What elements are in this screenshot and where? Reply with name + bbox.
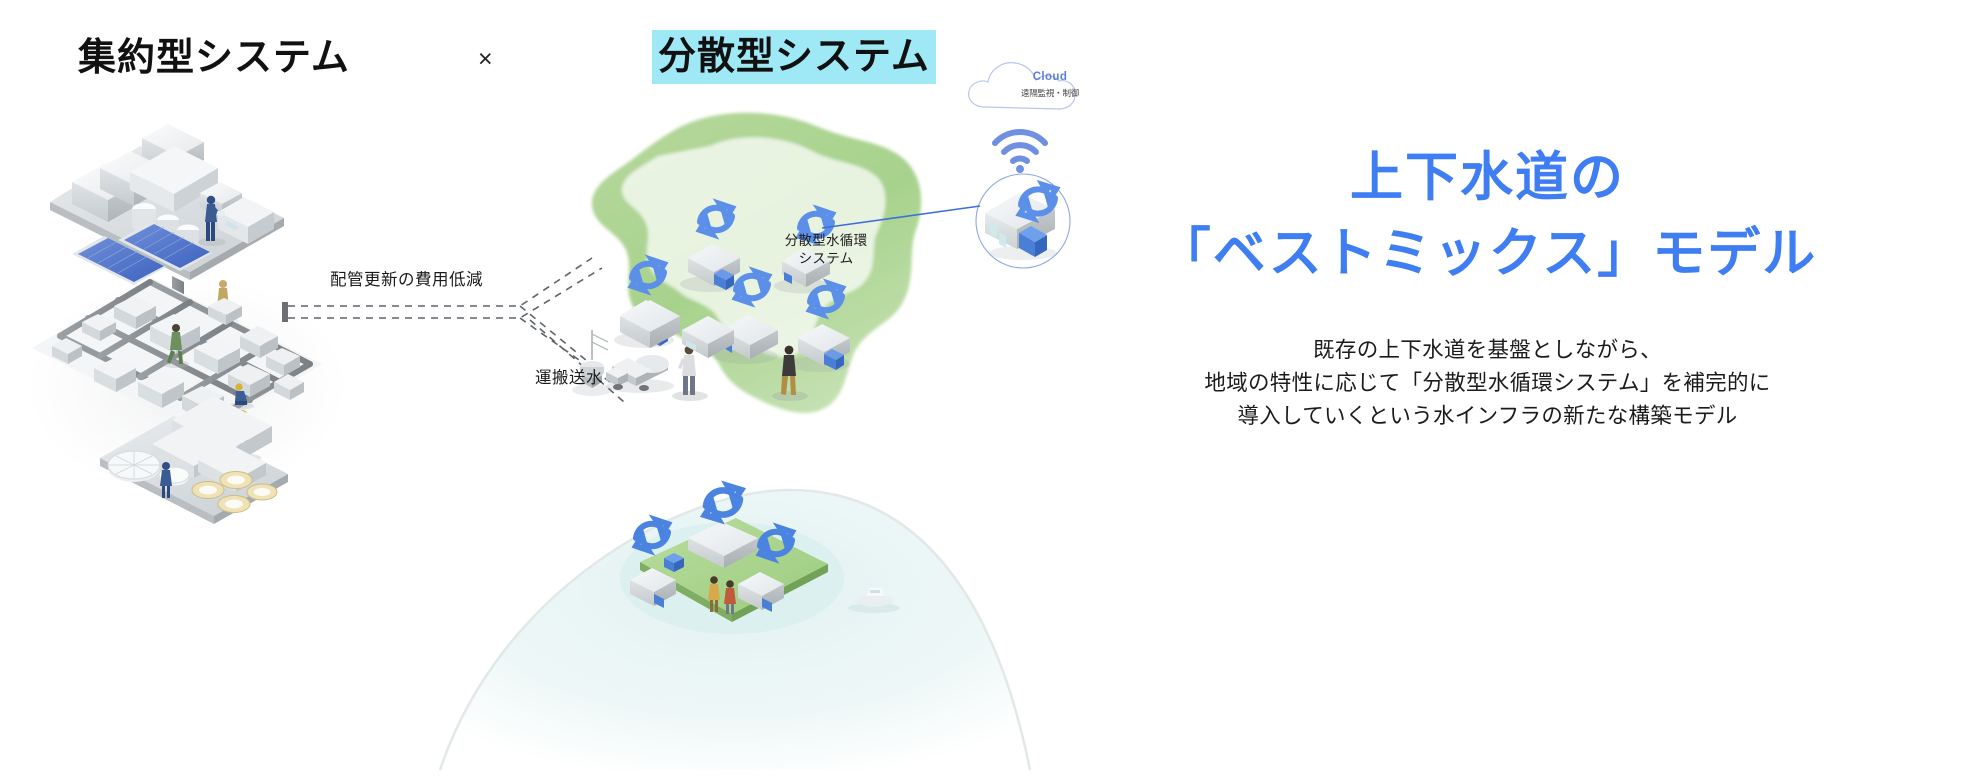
remote-island-illustration: [438, 470, 1032, 771]
recycle-arrow-icon: [805, 278, 847, 320]
resident-figure-right: [772, 345, 808, 401]
worker-figure-helmet: [227, 410, 261, 463]
description-line-3: 導入していくという水インフラの新たな構築モデル: [1237, 404, 1738, 428]
worker-figure-blue: [198, 195, 226, 246]
decentralized-node-group: [614, 198, 850, 372]
boat-icon: [848, 588, 900, 613]
worker-figure-crouching: [228, 383, 254, 410]
recycle-arrow-icon: [631, 514, 673, 556]
plant-platform: [50, 124, 284, 285]
island-landmass: [620, 518, 844, 634]
recycle-arrow-icon: [699, 480, 747, 525]
recycle-arrow-icon: [731, 266, 773, 308]
recycle-arrow-icon: [627, 254, 669, 296]
pedestrian-figure-yellow: [207, 280, 239, 327]
water-treatment-plant: [100, 396, 288, 524]
title-centralized-system: 集約型システム: [78, 37, 350, 79]
pedestrian-figure-green: [163, 324, 189, 368]
description-line-1: 既存の上下水道を基盤としながら、: [1313, 338, 1662, 362]
filtration-basins: [191, 471, 278, 513]
islander-figure-b: [724, 580, 736, 614]
headline-line-1: 上下水道の: [1350, 148, 1625, 207]
sea-surface: [440, 490, 1030, 770]
recycle-arrow-icon: [755, 522, 797, 564]
clarifier-tank: [107, 450, 161, 482]
solar-panels: [72, 222, 212, 285]
annotation-water-transport: 運搬送水: [535, 369, 603, 387]
annotation-pipe-renewal-cost: 配管更新の費用低減: [330, 271, 483, 289]
islander-figure-a: [708, 576, 720, 612]
node-label-line1: 分散型水循環: [784, 233, 868, 248]
node-label-line2: システム: [798, 251, 854, 266]
node-label-decentralized-water-cycle: 分散型水循環 システム: [760, 232, 892, 268]
headline-line-2: 「ベストミックス」モデル: [1157, 224, 1818, 283]
recycle-arrow-icon: [695, 198, 737, 240]
centralized-system-illustration: [22, 86, 352, 524]
town-grid: [32, 278, 322, 463]
decentralized-terrain-illustration: [560, 110, 980, 440]
title-operator-cross: ×: [478, 45, 493, 73]
trunk-pipe: [172, 276, 184, 336]
operator-figure-plant: [160, 462, 172, 498]
island-facilities: [630, 480, 797, 614]
description-block: 既存の上下水道を基盤としながら、 地域の特性に応じて「分散型水循環システム」を補…: [1005, 334, 1970, 433]
right-text-panel: 上下水道の 「ベストミックス」モデル 既存の上下水道を基盤としながら、 地域の特…: [1005, 140, 1970, 433]
water-tanker-truck: [606, 355, 674, 393]
resident-figure-left: [672, 345, 708, 401]
header-titles: 集約型システム × 分散型システム: [0, 28, 992, 94]
title-decentralized-system: 分散型システム: [652, 30, 936, 84]
description-line-2: 地域の特性に応じて「分散型水循環システム」を補完的に: [1204, 371, 1771, 395]
